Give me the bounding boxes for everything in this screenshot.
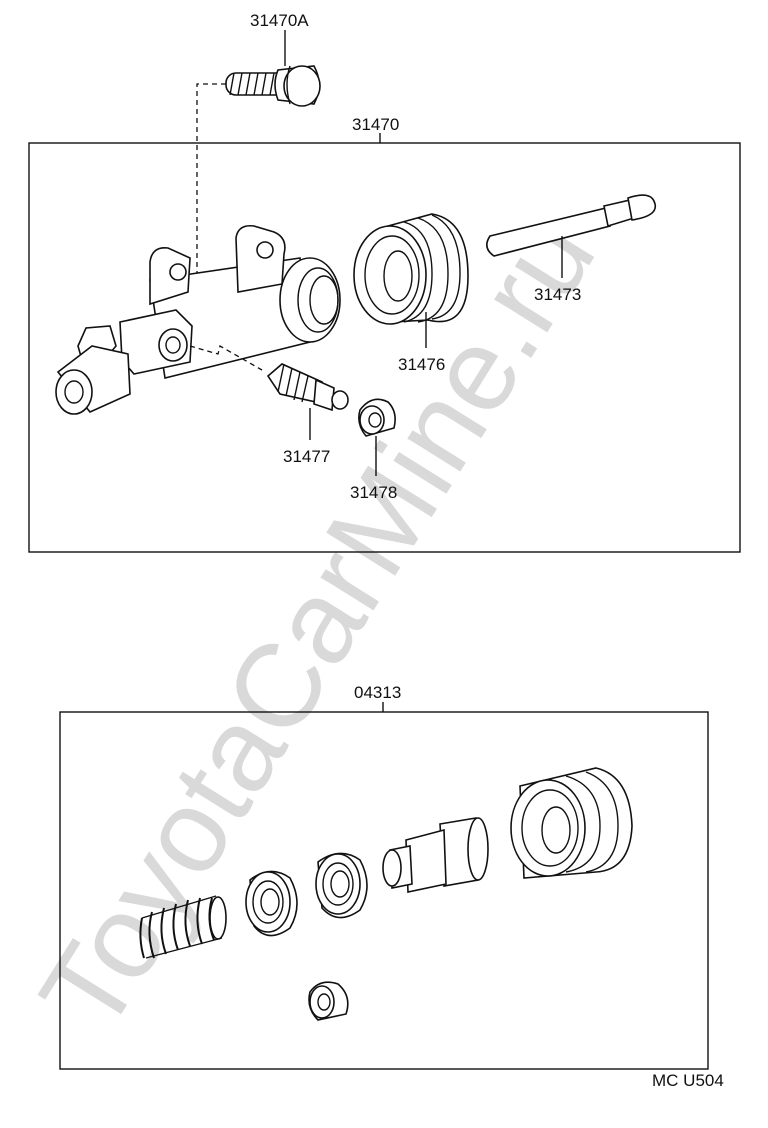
upper-assembly-box [28, 133, 741, 553]
bolt-dash-line [196, 83, 226, 300]
label-31473: 31473 [534, 285, 581, 304]
label-31470A: 31470A [250, 11, 309, 30]
kit-boot [510, 767, 633, 879]
label-31476: 31476 [398, 355, 445, 374]
push-rod-31473 [486, 194, 657, 257]
label-31477: 31477 [283, 447, 330, 466]
kit-cap [308, 981, 349, 1021]
bolt-31470A [225, 65, 321, 107]
kit-piston-cup-1 [245, 870, 298, 937]
kit-spring [139, 895, 227, 959]
label-31478: 31478 [350, 483, 397, 502]
clutch-release-cylinder [55, 224, 341, 415]
repair-kit-box [59, 702, 709, 1070]
diagram-code: MC U504 [652, 1071, 724, 1090]
boot-31476 [353, 213, 469, 325]
kit-piston [382, 817, 489, 893]
label-04313: 04313 [354, 683, 401, 702]
cap-31478 [358, 398, 396, 437]
kit-piston-cup-2 [315, 852, 368, 919]
label-31470: 31470 [352, 115, 399, 134]
bleeder-plug-31477 [266, 363, 349, 412]
